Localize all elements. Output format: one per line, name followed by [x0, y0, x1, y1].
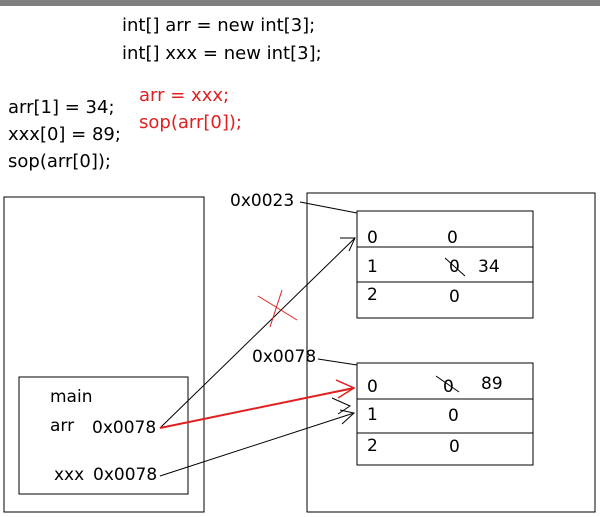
array-0x0078-value-1: 0	[448, 406, 459, 426]
array-0x0078-value-2: 0	[449, 437, 460, 457]
arrowhead	[340, 237, 356, 252]
var-name-xxx: xxx	[54, 465, 85, 485]
array-0x0023-value-2: 0	[449, 287, 460, 307]
code-line-print: sop(arr[0]);	[8, 151, 111, 172]
cross-mark	[269, 289, 283, 328]
array-0x0023-box	[356, 210, 534, 319]
strike-mark	[435, 375, 460, 393]
code-line-decl-arr: int[] arr = new int[3];	[122, 15, 316, 36]
array-0x0078-index-1: 1	[367, 405, 378, 425]
arrowhead	[331, 397, 352, 415]
array-0x0023-index-2: 2	[367, 285, 378, 305]
heap-region	[306, 192, 596, 513]
var-value-xxx: 0x0078	[93, 465, 158, 485]
arrowhead	[339, 409, 356, 425]
address-label-0x0023: 0x0023	[230, 191, 295, 211]
header-bar	[0, 0, 600, 6]
array-0x0078-value-0-old: 0	[443, 377, 454, 397]
xxx-reference-arrow	[159, 412, 355, 477]
arr-old-reference-arrow	[159, 237, 356, 429]
address-label-0x0078: 0x0078	[252, 347, 317, 367]
array-0x0023-index-1: 1	[367, 257, 378, 277]
array-0x0023-value-1-new: 34	[478, 257, 500, 277]
cross-mark	[257, 295, 298, 321]
code-line-decl-xxx: int[] xxx = new int[3];	[122, 43, 322, 64]
code-line-assign-xxx: xxx[0] = 89;	[8, 124, 121, 145]
address-leader-0x0023	[299, 201, 358, 214]
array-0x0023-value-0: 0	[447, 228, 458, 248]
address-leader-0x0078	[317, 358, 358, 366]
arrowhead	[335, 379, 356, 399]
array-0x0078-box	[356, 362, 534, 466]
code-line-print-red: sop(arr[0]);	[139, 112, 242, 133]
code-line-reassign: arr = xxx;	[139, 85, 230, 106]
array-0x0078-index-2: 2	[367, 436, 378, 456]
stack-region	[3, 196, 205, 513]
array-0x0023-index-0: 0	[367, 228, 378, 248]
array-0x0078-index-0: 0	[367, 377, 378, 397]
code-line-assign-arr: arr[1] = 34;	[8, 97, 115, 118]
array-0x0023-value-1-old: 0	[449, 257, 460, 277]
var-name-arr: arr	[50, 416, 75, 436]
strike-mark	[444, 257, 466, 277]
frame-label: main	[50, 387, 93, 407]
arr-new-reference-arrow	[159, 387, 355, 429]
array-0x0078-value-0-new: 89	[481, 374, 503, 394]
main-frame-box	[18, 376, 189, 495]
var-value-arr: 0x0078	[92, 418, 157, 438]
